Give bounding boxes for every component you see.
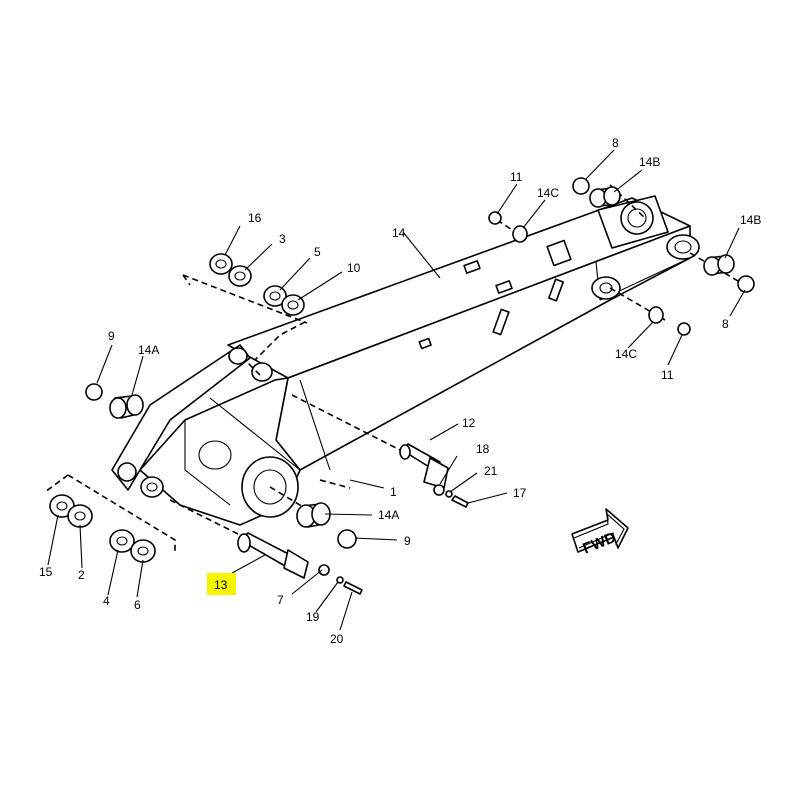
callout-14b-right[interactable]: 14B <box>740 213 761 227</box>
callout-19[interactable]: 19 <box>306 610 320 624</box>
callout-11-top[interactable]: 11 <box>510 170 523 184</box>
callout-3[interactable]: 3 <box>279 232 286 246</box>
callout-7[interactable]: 7 <box>277 593 284 607</box>
callout-15[interactable]: 15 <box>39 565 53 579</box>
callout-17[interactable]: 17 <box>513 486 527 500</box>
callout-14b-top[interactable]: 14B <box>639 155 660 169</box>
forward-direction-arrow: FWD <box>571 508 629 558</box>
callout-8-right[interactable]: 8 <box>722 317 729 331</box>
callout-14[interactable]: 14 <box>392 226 406 240</box>
callout-11-right[interactable]: 11 <box>661 368 674 382</box>
leader-lines <box>47 149 746 631</box>
callout-14c-top[interactable]: 14C <box>537 186 559 200</box>
callout-10[interactable]: 10 <box>347 261 361 275</box>
boom-structure <box>111 195 700 526</box>
callout-14a-lower[interactable]: 14A <box>378 508 399 522</box>
callout-9-lower[interactable]: 9 <box>404 534 411 548</box>
callout-9-left[interactable]: 9 <box>108 329 115 343</box>
callout-14c-right[interactable]: 14C <box>615 347 637 361</box>
highlight-part-13 <box>207 573 236 595</box>
callout-6[interactable]: 6 <box>134 598 141 612</box>
callout-1[interactable]: 1 <box>390 485 397 499</box>
callout-18[interactable]: 18 <box>476 442 490 456</box>
callout-4[interactable]: 4 <box>103 594 110 608</box>
callout-14a-left[interactable]: 14A <box>138 343 159 357</box>
callout-16[interactable]: 16 <box>248 211 262 225</box>
callout-labels: 16 3 5 10 14 9 14A 1 12 18 21 17 14A 9 1… <box>39 136 761 646</box>
callout-12[interactable]: 12 <box>462 416 476 430</box>
callout-2[interactable]: 2 <box>78 568 85 582</box>
callout-20[interactable]: 20 <box>330 632 344 646</box>
callout-13[interactable]: 13 <box>214 578 228 592</box>
callout-21[interactable]: 21 <box>484 464 498 478</box>
callout-8-top[interactable]: 8 <box>612 136 619 150</box>
loose-parts <box>49 177 755 595</box>
callout-5[interactable]: 5 <box>314 245 321 259</box>
